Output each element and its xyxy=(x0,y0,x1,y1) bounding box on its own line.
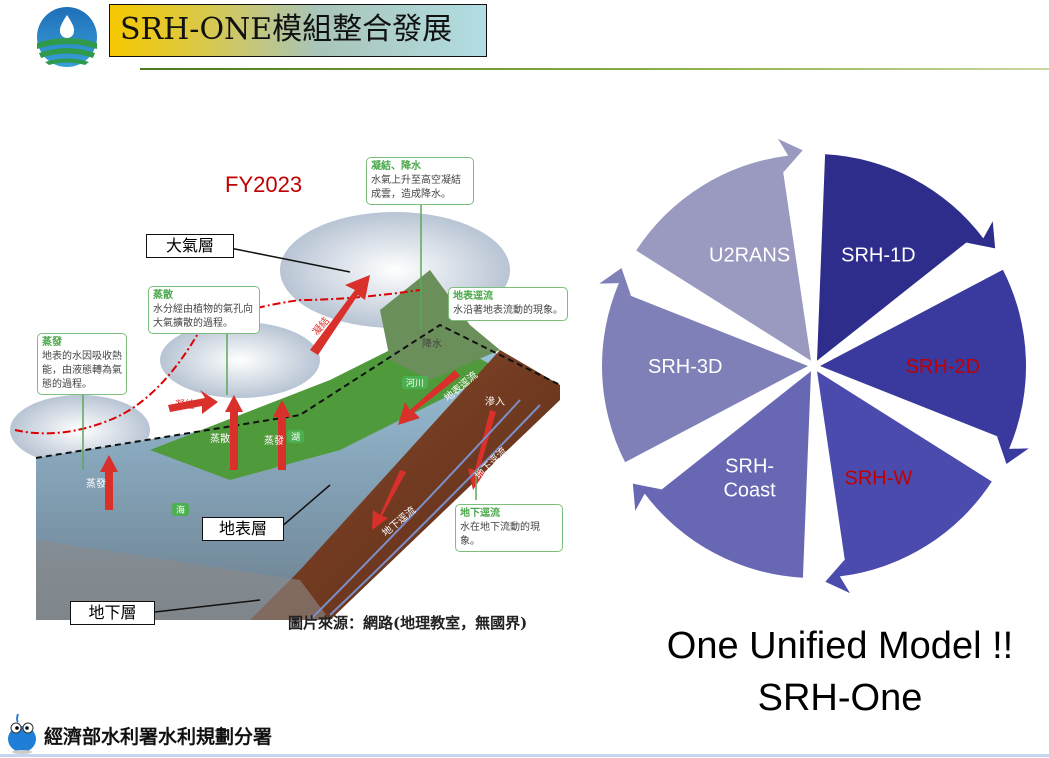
callout-text: 地表的水因吸收熱能，由液態轉為氣態的過程。 xyxy=(42,351,122,390)
wheel-segment-label: U2RANS xyxy=(709,244,790,266)
water-drop-mascot-icon xyxy=(8,713,36,754)
callout-title: 蒸散 xyxy=(153,290,173,301)
footer-divider xyxy=(0,754,1049,757)
tag-rain: 降水 xyxy=(422,339,442,350)
callout-surface-runoff: 地表逕流水沿著地表流動的現象。 xyxy=(448,287,568,321)
layer-label-subsurface: 地下層 xyxy=(70,601,155,625)
callout-title: 凝結、降水 xyxy=(371,161,421,172)
tagline-line1: One Unified Model !! xyxy=(666,625,1014,667)
callout-title: 地下逕流 xyxy=(460,508,500,519)
callout-title: 地表逕流 xyxy=(453,291,493,302)
callout-text: 水分經由植物的氣孔向大氣擴散的過程。 xyxy=(153,304,253,329)
wheel-segment-label: SRH-2D xyxy=(906,356,980,378)
callout-condensation: 凝結、降水水氣上升至高空凝結成雲，造成降水。 xyxy=(366,157,474,205)
wheel-segment-srh1d xyxy=(817,154,996,361)
tag-sea: 海 xyxy=(172,503,190,516)
model-wheel-diagram: SRH-1D SRH-2D SRH-W SRH-Coast SRH-3D U2RANS xyxy=(599,138,1029,594)
tag-evaporate: 蒸發 xyxy=(86,479,106,490)
callout-evaporation: 蒸發地表的水因吸收熱能，由液態轉為氣態的過程。 xyxy=(37,333,127,395)
wheel-segment-srhcoast xyxy=(632,371,811,578)
page-title: SRH-ONE模組整合發展 xyxy=(109,4,487,57)
callout-transpiration: 蒸散水分經由植物的氣孔向大氣擴散的過程。 xyxy=(148,286,260,334)
tagline-line2: SRH-One xyxy=(757,677,923,719)
image-source-caption: 圖片來源：網路(地理教室，無國界) xyxy=(288,614,528,632)
tag-condense: 凝結 xyxy=(175,400,195,411)
organization-name: 經濟部水利署水利規劃分署 xyxy=(44,726,273,748)
callout-text: 水沿著地表流動的現象。 xyxy=(453,305,563,316)
callout-text: 水在地下流動的現象。 xyxy=(460,522,540,547)
layer-label-atmosphere: 大氣層 xyxy=(146,234,234,258)
tag-river: 河川 xyxy=(402,376,429,389)
wheel-segment-srhw xyxy=(817,371,992,594)
wheel-segment-srh2d xyxy=(820,269,1029,465)
water-drop-logo-icon xyxy=(37,7,97,67)
year-label: FY2023 xyxy=(225,172,303,197)
tag-evaporate: 蒸發 xyxy=(264,436,284,447)
tag-transpire: 蒸散 xyxy=(210,434,230,445)
wheel-segment-label: SRH-W xyxy=(844,468,912,490)
tagline: One Unified Model !! SRH-One xyxy=(600,620,1049,724)
wheel-segment-label: SRH-3D xyxy=(648,356,722,378)
layer-label-surface: 地表層 xyxy=(202,517,284,541)
callout-groundwater-flow: 地下逕流水在地下流動的現象。 xyxy=(455,504,563,552)
wheel-segment-u2rans xyxy=(636,138,811,361)
title-divider xyxy=(140,68,1049,70)
tag-lake: 湖 xyxy=(287,430,305,443)
callout-title: 蒸發 xyxy=(42,337,62,348)
callout-text: 水氣上升至高空凝結成雲，造成降水。 xyxy=(371,175,461,200)
wheel-segment-label: SRH-1D xyxy=(841,244,915,266)
wheel-segment-label: SRH-Coast xyxy=(723,456,776,502)
tag-infiltrate: 滲入 xyxy=(485,397,505,408)
wheel-segment-srh3d xyxy=(599,267,808,463)
water-cycle-illustration xyxy=(10,202,561,621)
